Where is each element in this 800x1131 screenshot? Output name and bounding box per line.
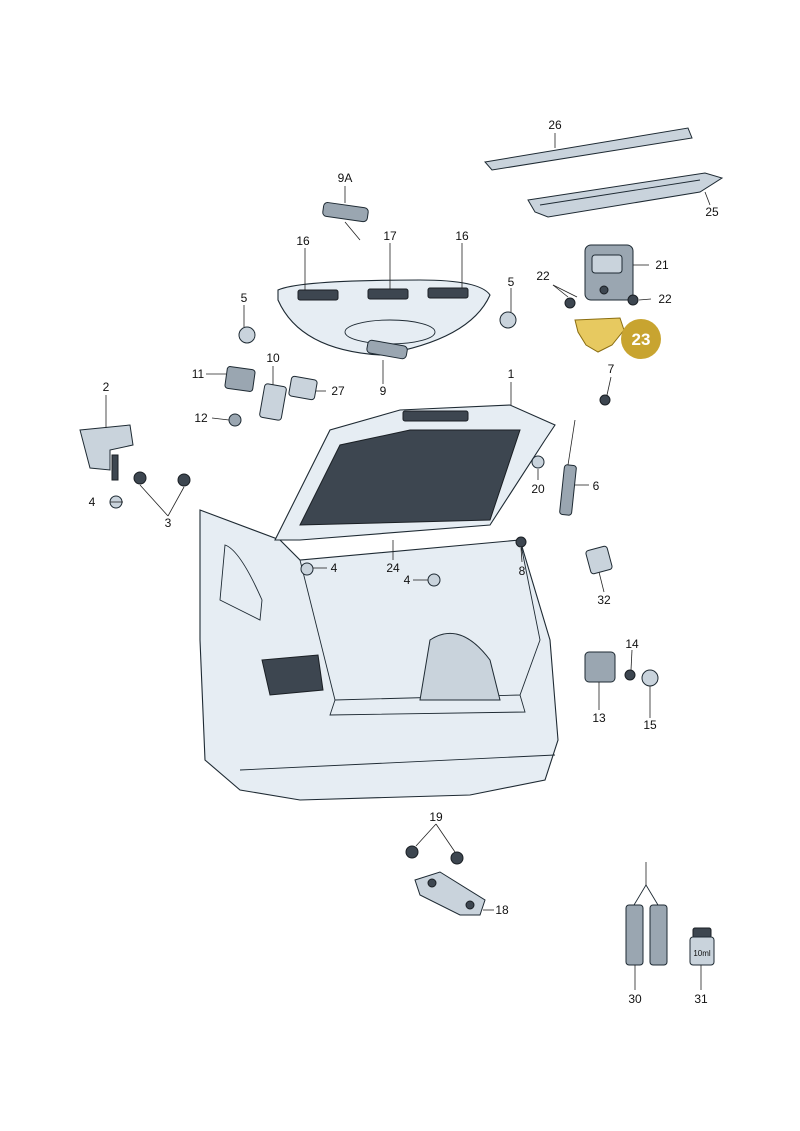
bumper-15 — [641, 669, 659, 687]
clip-20 — [531, 455, 545, 469]
striker-18 — [414, 871, 486, 916]
bolt-3b — [177, 473, 191, 487]
screw-14 — [624, 669, 636, 681]
car-body — [199, 509, 559, 801]
label-21: 21 — [655, 258, 669, 272]
hinge-2 — [79, 424, 134, 481]
screw-12 — [228, 413, 242, 427]
label-22a: 22 — [536, 269, 550, 283]
label-16b: 16 — [455, 229, 469, 243]
label-12: 12 — [194, 411, 208, 425]
label-23: 23 — [632, 330, 651, 349]
label-1: 1 — [508, 367, 515, 381]
label-26: 26 — [548, 118, 562, 132]
label-6: 6 — [593, 479, 600, 493]
nut-4b — [300, 562, 314, 576]
label-7: 7 — [608, 362, 615, 376]
label-24: 24 — [386, 561, 400, 575]
ball-stud-7 — [599, 394, 611, 406]
callout-labels: 26 25 9A 16 17 16 5 5 9 11 10 27 12 2 4 … — [89, 118, 719, 1006]
clip-5b — [499, 311, 517, 329]
adhesive-cartridge-30 — [625, 862, 668, 966]
tailgate-1 — [274, 404, 556, 541]
label-18: 18 — [495, 903, 509, 917]
label-5a: 5 — [241, 291, 248, 305]
label-11: 11 — [192, 367, 205, 381]
label-15: 15 — [643, 718, 657, 732]
label-30: 30 — [628, 992, 642, 1006]
gasket-23-highlighted — [574, 317, 661, 359]
label-13: 13 — [592, 711, 606, 725]
label-16a: 16 — [296, 234, 310, 248]
label-10: 10 — [266, 351, 280, 365]
label-17: 17 — [383, 229, 397, 243]
lock-21 — [584, 244, 634, 301]
bolt-22b — [627, 294, 639, 306]
leader-lines — [105, 133, 711, 990]
label-2: 2 — [103, 380, 110, 394]
cap-10 — [259, 383, 287, 421]
label-4a: 4 — [89, 495, 96, 509]
nut-4c — [427, 573, 441, 587]
bracket-32 — [585, 545, 613, 575]
label-4c: 4 — [404, 573, 411, 587]
label-22b: 22 — [658, 292, 672, 306]
switch-13 — [584, 651, 616, 683]
label-8: 8 — [519, 564, 526, 578]
label-25: 25 — [705, 205, 719, 219]
clip-5a — [238, 326, 256, 344]
bolt-3a — [133, 471, 147, 485]
gas-strut-6 — [559, 419, 577, 516]
label-9: 9 — [380, 384, 387, 398]
label-4b: 4 — [331, 561, 338, 575]
label-14: 14 — [625, 637, 639, 651]
bottle-label: 10ml — [693, 949, 711, 958]
screw-19b — [450, 851, 464, 865]
label-31: 31 — [694, 992, 708, 1006]
label-9a: 9A — [338, 171, 353, 185]
ball-stud-8 — [515, 536, 527, 548]
handle-9a — [322, 202, 369, 223]
label-19: 19 — [429, 810, 443, 824]
handle-9 — [366, 339, 408, 360]
spoiler-25 — [527, 172, 724, 218]
screw-19a — [405, 845, 419, 859]
activator-bottle-31: 10ml — [689, 927, 715, 966]
label-5b: 5 — [508, 275, 515, 289]
trim-strip-26 — [484, 127, 693, 171]
label-27: 27 — [331, 384, 345, 398]
label-20: 20 — [531, 482, 545, 496]
cap-11 — [224, 366, 256, 392]
label-32: 32 — [597, 593, 611, 607]
cap-27 — [288, 375, 318, 401]
label-3: 3 — [165, 516, 172, 530]
bolt-22a — [564, 297, 576, 309]
